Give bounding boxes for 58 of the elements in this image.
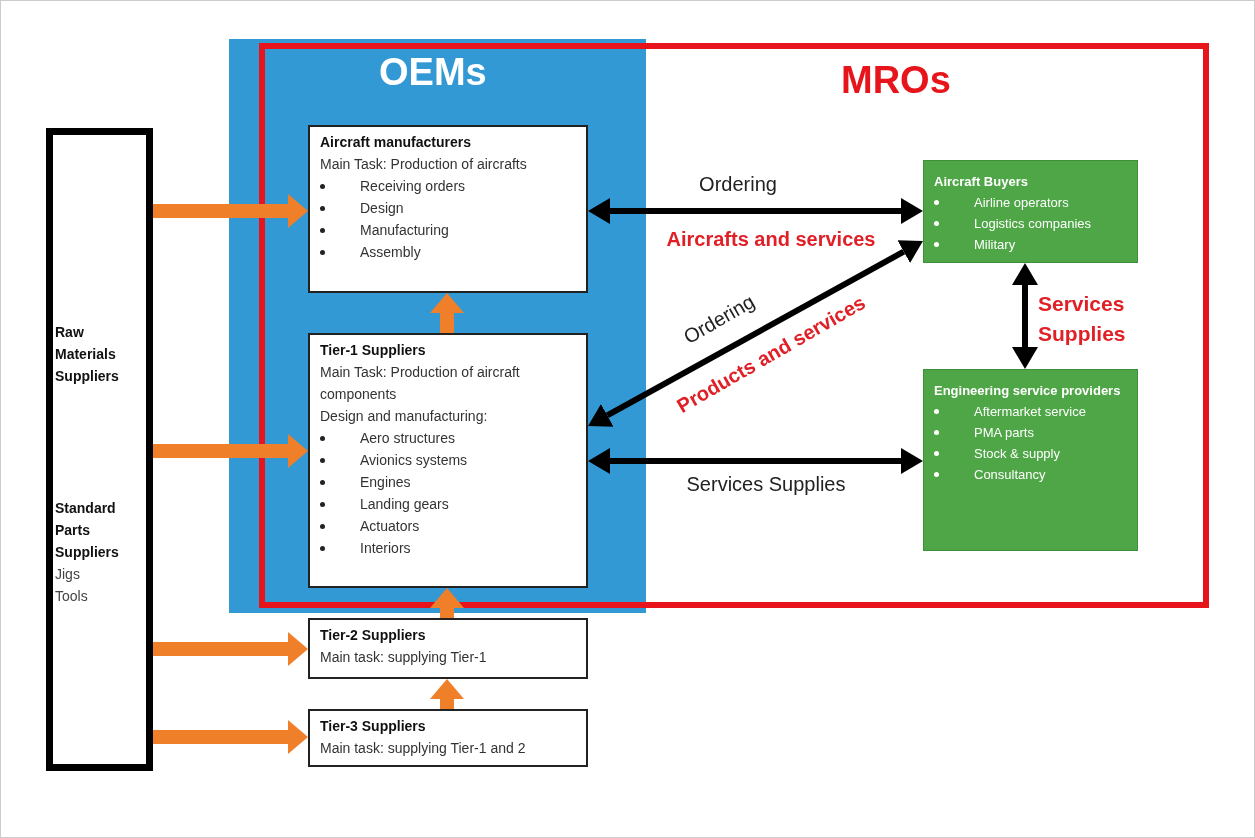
edge-label: Ordering bbox=[699, 172, 777, 197]
supplier-box bbox=[308, 618, 588, 679]
arrow bbox=[153, 194, 308, 228]
supplier-heading: Raw Materials Suppliers bbox=[55, 323, 120, 386]
supplier-box bbox=[308, 333, 588, 588]
arrow bbox=[430, 588, 464, 618]
arrow bbox=[153, 632, 308, 666]
bullet-item: Logistics companies bbox=[974, 215, 1092, 233]
box-text: Main Task: Production of aircraft components bbox=[320, 363, 521, 404]
supplier-box bbox=[308, 125, 588, 293]
region-title: MROs bbox=[841, 61, 951, 99]
stakeholder-box bbox=[923, 160, 1138, 263]
bullet-item: Stock & supply bbox=[974, 445, 1060, 463]
region-title: OEMs bbox=[379, 53, 487, 91]
bullet-item: Avionics systems bbox=[360, 451, 468, 470]
arrow bbox=[588, 448, 923, 474]
box-heading: Engineering service providers bbox=[934, 382, 1122, 400]
stakeholder-box bbox=[923, 369, 1138, 551]
bullet-item: Consultancy bbox=[974, 466, 1046, 484]
arrow bbox=[1012, 263, 1038, 369]
bullet-item: Engines bbox=[360, 473, 411, 492]
bullet-item: Aftermarket service bbox=[974, 403, 1086, 421]
bullet-item: Actuators bbox=[360, 517, 420, 536]
bullet-item: Assembly bbox=[360, 243, 421, 262]
bullet-item: PMA parts bbox=[974, 424, 1034, 442]
bullet-item: Receiving orders bbox=[360, 177, 466, 196]
mro-frame bbox=[259, 43, 1209, 608]
edge-label: Services Supplies bbox=[686, 472, 846, 497]
bullet-item: Airline operators bbox=[974, 194, 1069, 212]
box-text: Main task: supplying Tier-1 and 2 bbox=[320, 739, 527, 758]
box-heading: Aircraft Buyers bbox=[934, 173, 1029, 191]
arrow bbox=[153, 720, 308, 754]
bullet-item: Interiors bbox=[360, 539, 411, 558]
bullet-item: Manufacturing bbox=[360, 221, 449, 240]
supplier-item: Jigs bbox=[55, 565, 81, 584]
bullet-item: Landing gears bbox=[360, 495, 449, 514]
bullet-item: Design bbox=[360, 199, 404, 218]
bullet-item: Military bbox=[974, 236, 1016, 254]
box-text: Main Task: Production of aircrafts bbox=[320, 155, 528, 174]
supplier-item: Tools bbox=[55, 587, 89, 606]
arrow bbox=[588, 240, 923, 427]
bullet-item: Aero structures bbox=[360, 429, 455, 448]
arrow bbox=[588, 198, 923, 224]
supplier-box bbox=[308, 709, 588, 767]
supplier-column bbox=[46, 128, 153, 771]
edge-label: Services Supplies bbox=[1038, 291, 1127, 347]
arrow bbox=[430, 679, 464, 709]
box-heading: Aircraft manufacturers bbox=[320, 133, 472, 152]
box-heading: Tier-3 Suppliers bbox=[320, 717, 427, 736]
arrow bbox=[153, 434, 308, 468]
box-text: Design and manufacturing: bbox=[320, 407, 489, 426]
arrow bbox=[430, 293, 464, 333]
box-heading: Tier-1 Suppliers bbox=[320, 341, 427, 360]
flow-label: Aircrafts and services bbox=[666, 227, 876, 252]
box-text: Main task: supplying Tier-1 bbox=[320, 648, 488, 667]
box-heading: Tier-2 Suppliers bbox=[320, 626, 427, 645]
oem-region bbox=[229, 39, 646, 613]
supplier-heading: Standard Parts Suppliers bbox=[55, 499, 120, 562]
